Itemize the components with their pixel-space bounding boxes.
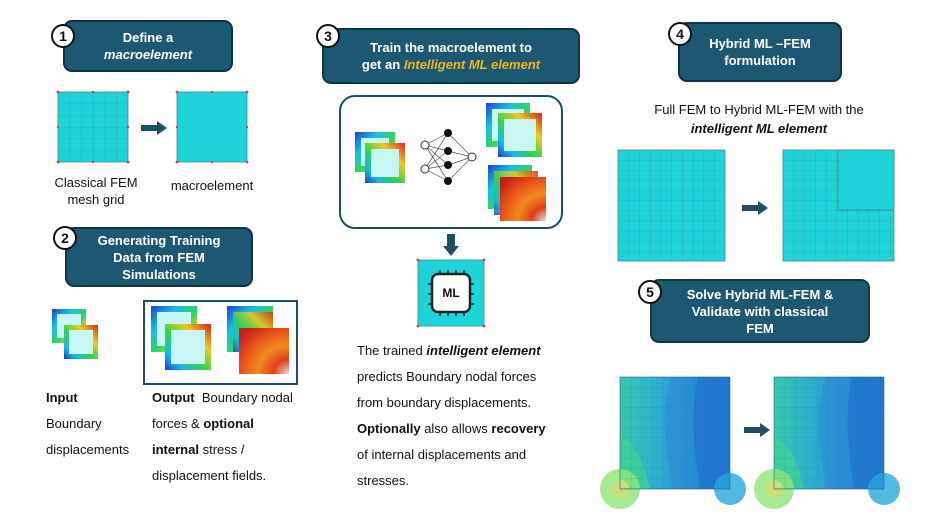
fem-caption-line1: Classical FEM <box>54 175 138 190</box>
output-desc-line2: forces & optional <box>152 412 254 436</box>
down-arrow-icon <box>443 234 459 256</box>
full-fem-mesh <box>617 149 726 262</box>
macroelement-square <box>175 90 249 164</box>
step1-banner: Define a macroelement <box>63 20 233 72</box>
step2-badge: 2 <box>53 226 77 250</box>
step5-title-line1: Solve Hybrid ML-FEM & <box>686 286 834 302</box>
step3-desc-line5: of internal displacements and <box>357 447 527 462</box>
fem-caption-line2: mesh grid <box>67 192 125 207</box>
hybrid-solution-contour <box>600 376 746 509</box>
output-force-fields <box>151 306 289 374</box>
step3-title-line2a: get an <box>361 57 401 72</box>
step3-desc-line1: The trained intelligent element <box>357 339 541 363</box>
output-fields-box <box>143 300 298 385</box>
output-desc-1: Boundary nodal <box>201 390 293 405</box>
hybrid-ml-fem-mesh <box>782 149 895 262</box>
step4-banner: Hybrid ML –FEM formulation <box>678 22 842 82</box>
training-illustration <box>355 103 546 221</box>
step3-desc-1b: intelligent element <box>426 343 541 358</box>
step4-desc: Full FEM to Hybrid ML-FEM with the intel… <box>618 100 900 138</box>
step3-desc-4a: Optionally <box>357 421 421 436</box>
step1-title-line2: macroelement <box>103 47 193 62</box>
step3-desc-line6: stresses. <box>357 473 410 488</box>
classical-fem-contour <box>754 376 900 509</box>
output-desc-line1: Output Boundary nodal <box>152 386 293 410</box>
step5-banner: Solve Hybrid ML-FEM & Validate with clas… <box>650 279 870 343</box>
step3-banner: Train the macroelement to get an Intelli… <box>322 28 580 84</box>
step3-desc-4c: recovery <box>491 421 546 436</box>
step2-title-line1: Generating Training <box>97 232 221 248</box>
right-arrow-icon <box>742 201 768 215</box>
step5-badge: 5 <box>638 280 662 304</box>
step4-desc-line2: intelligent ML element <box>690 121 828 136</box>
step1-title-line1: Define a <box>122 30 174 45</box>
output-desc-3b: stress / <box>202 442 245 457</box>
macroelement-caption: macroelement <box>170 178 254 193</box>
step3-desc-line3: from boundary displacements. <box>357 395 532 410</box>
output-desc-3a: internal <box>152 442 199 457</box>
step4-title-line2: formulation <box>724 53 796 68</box>
step3-title-line1: Train the macroelement to <box>370 40 532 55</box>
step4-title-line1: Hybrid ML –FEM <box>709 36 811 51</box>
input-label: Input <box>46 390 78 405</box>
step3-desc-line4: Optionally also allows recovery <box>357 417 546 441</box>
step2-title-line3: Simulations <box>122 266 196 282</box>
step2-banner: Generating Training Data from FEM Simula… <box>65 227 253 287</box>
step3-desc-4b: also allows <box>424 421 488 436</box>
step2-title-line2: Data from FEM <box>113 249 205 265</box>
right-arrow-icon <box>744 423 770 437</box>
step3-title-highlight: Intelligent ML element <box>403 57 541 72</box>
ml-element-square <box>416 258 486 328</box>
step3-badge: 3 <box>316 24 340 48</box>
step5-title-line2: Validate with classical <box>691 303 829 319</box>
right-arrow-icon <box>141 121 167 135</box>
step1-badge: 1 <box>51 24 75 48</box>
output-desc-2b: optional <box>203 416 254 431</box>
fem-mesh-grid <box>56 90 130 164</box>
step3-desc-line2: predicts Boundary nodal forces <box>357 369 537 384</box>
output-label: Output <box>152 390 195 405</box>
step4-badge: 4 <box>668 22 692 46</box>
step5-title-line3: FEM <box>746 320 774 336</box>
ml-chip-label: ML <box>442 286 460 300</box>
step3-title-line2: get an Intelligent ML element <box>362 56 540 73</box>
input-desc-line2: displacements <box>46 442 130 457</box>
output-desc-line4: displacement fields. <box>152 468 267 483</box>
step3-desc-1a: The trained <box>357 343 423 358</box>
output-desc-2a: forces & <box>152 416 200 431</box>
training-box <box>339 95 563 229</box>
step4-desc-line1: Full FEM to Hybrid ML-FEM with the <box>654 102 864 117</box>
input-displacement-fields <box>52 309 98 359</box>
output-desc-line3: internal stress / <box>152 438 245 462</box>
input-desc-line1: Boundary <box>46 416 102 431</box>
fem-mesh-caption: Classical FEM mesh grid <box>44 174 148 208</box>
